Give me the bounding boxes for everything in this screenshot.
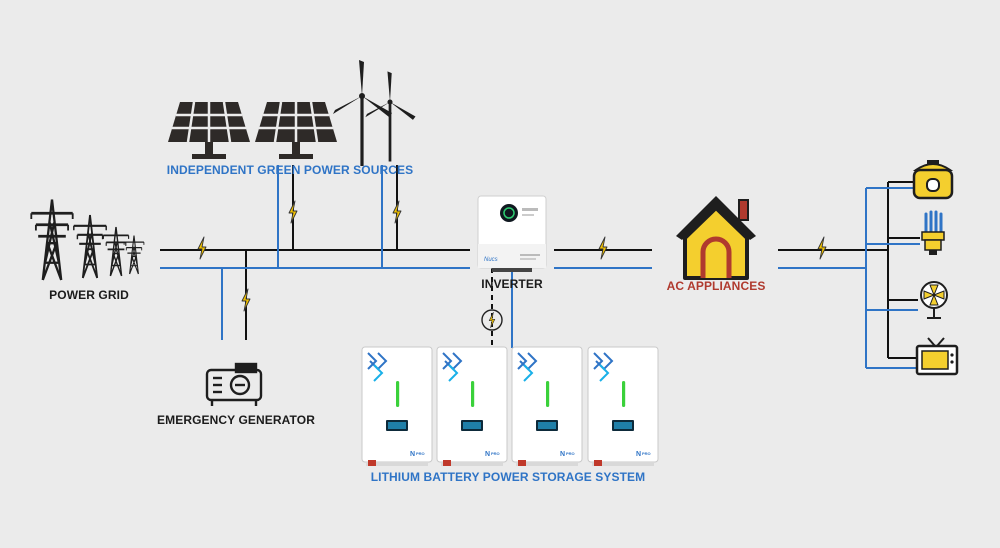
power-grid-label: POWER GRID	[49, 288, 129, 302]
battery-module-icon	[587, 346, 659, 467]
house-icon	[676, 196, 756, 280]
generator-icon	[205, 362, 263, 406]
bolt-icon	[241, 288, 251, 312]
bolt-icon	[817, 236, 827, 260]
battery-module-icon	[511, 346, 583, 467]
cfl-bulb-icon	[921, 210, 945, 255]
green-sources-label: INDEPENDENT GREEN POWER SOURCES	[166, 163, 414, 177]
emergency-generator-label: EMERGENCY GENERATOR	[157, 413, 315, 427]
rice-cooker-icon	[912, 160, 954, 200]
blue-signal-lines	[160, 165, 920, 369]
solar-panel-icon	[166, 100, 252, 161]
transmission-tower-icon	[29, 198, 145, 282]
battery-module-icon	[361, 346, 433, 467]
wind-turbine-icon	[333, 60, 416, 166]
ac-appliances-label: AC APPLIANCES	[666, 279, 766, 293]
bolt-icon	[598, 236, 608, 260]
bolt-icon	[288, 200, 298, 224]
bolt-icon	[392, 200, 402, 224]
battery-system-label: LITHIUM BATTERY POWER STORAGE SYSTEM	[370, 470, 646, 484]
battery-module-icon	[436, 346, 508, 467]
solar-panel-icon	[253, 100, 339, 161]
tv-icon	[915, 337, 959, 376]
inverter-icon: Nucs	[477, 195, 547, 272]
bolt-icon	[197, 236, 207, 260]
svg-text:Nucs: Nucs	[484, 257, 498, 263]
inverter-label: INVERTER	[481, 277, 543, 291]
fan-icon	[920, 281, 948, 319]
bidirectional-bolt-icon	[481, 309, 503, 331]
